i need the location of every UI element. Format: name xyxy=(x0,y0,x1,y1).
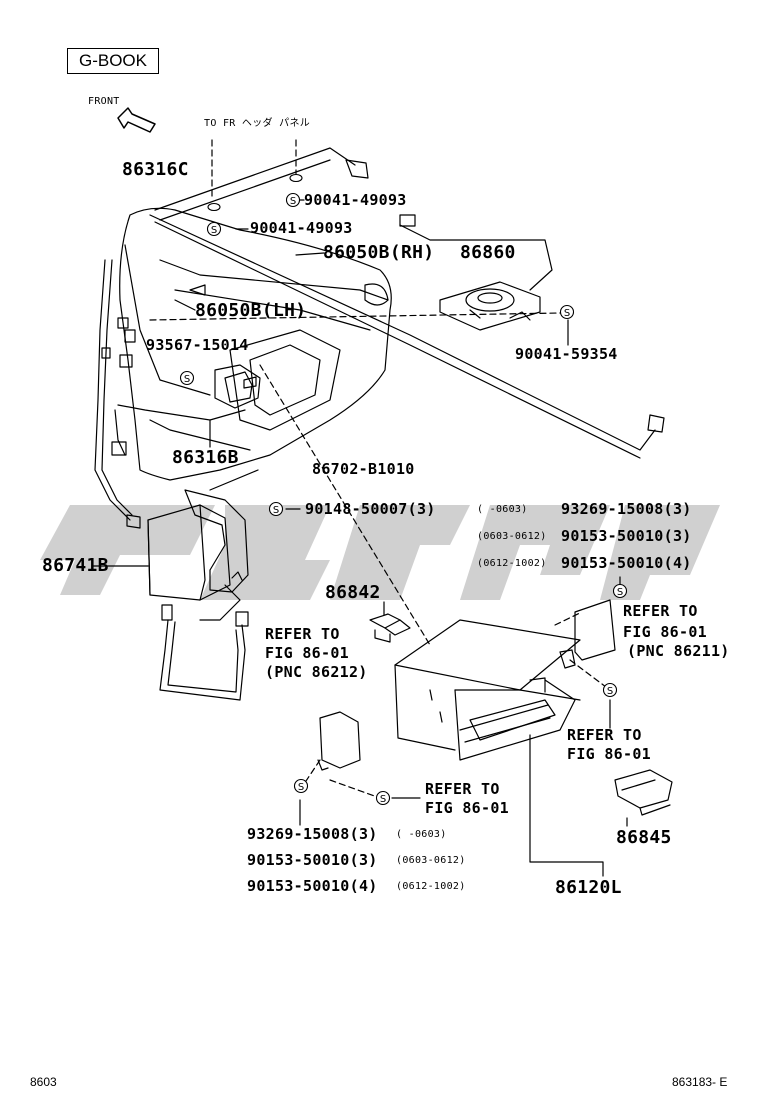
right-fastener-range: ( -0603) xyxy=(477,504,528,515)
part-86860: 86860 xyxy=(460,242,516,263)
part-90041-49093-lower: 90041-49093 xyxy=(250,219,353,237)
bottom-fastener-part: 93269-15008(3) xyxy=(247,825,378,843)
svg-text:S: S xyxy=(211,225,217,236)
refer-right-line1: REFER TO xyxy=(623,602,698,620)
refer-left-line1: REFER TO xyxy=(265,625,340,643)
footer-page-code: 8603 xyxy=(30,1075,57,1089)
svg-text:S: S xyxy=(184,374,190,385)
g-book-badge: G-BOOK xyxy=(67,48,159,74)
bottom-fastener-part: 90153-50010(3) xyxy=(247,851,378,869)
part-86050B-RH: 86050B(RH) xyxy=(323,242,435,263)
svg-text:S: S xyxy=(380,794,386,805)
front-label: FRONT xyxy=(88,96,120,107)
svg-text:S: S xyxy=(273,505,279,516)
right-fastener-range: (0603-0612) xyxy=(477,531,547,542)
refer-right-line3: (PNC 86211) xyxy=(627,642,730,660)
svg-text:S: S xyxy=(617,587,623,598)
refer-lower-right-line1: REFER TO xyxy=(567,726,642,744)
part-90148-50007: 90148-50007(3) xyxy=(305,500,436,518)
part-90041-49093-upper: 90041-49093 xyxy=(304,191,407,209)
refer-bottom-line1: REFER TO xyxy=(425,780,500,798)
bottom-fastener-range: (0612-1002) xyxy=(396,881,466,892)
part-86741B: 86741B xyxy=(42,555,109,576)
bottom-fastener-part: 90153-50010(4) xyxy=(247,877,378,895)
svg-text:S: S xyxy=(298,782,304,793)
part-86702-B1010: 86702-B1010 xyxy=(312,460,415,478)
refer-left-line3: (PNC 86212) xyxy=(265,663,368,681)
right-fastener-part: 90153-50010(4) xyxy=(561,554,692,572)
refer-bottom-line2: FIG 86-01 xyxy=(425,799,509,817)
svg-text:S: S xyxy=(564,308,570,319)
part-90041-59354: 90041-59354 xyxy=(515,345,618,363)
svg-text:S: S xyxy=(290,196,296,207)
refer-left-line2: FIG 86-01 xyxy=(265,644,349,662)
bottom-fastener-range: (0603-0612) xyxy=(396,855,466,866)
right-fastener-part: 90153-50010(3) xyxy=(561,527,692,545)
part-86845: 86845 xyxy=(616,827,672,848)
part-93567-15014: 93567-15014 xyxy=(146,336,249,354)
part-86120L: 86120L xyxy=(555,877,622,898)
refer-right-line2: FIG 86-01 xyxy=(623,623,707,641)
right-fastener-range: (0612-1002) xyxy=(477,558,547,569)
part-86842: 86842 xyxy=(325,582,381,603)
footer-figure-code: 863183- E xyxy=(672,1075,728,1089)
refer-lower-right-line2: FIG 86-01 xyxy=(567,745,651,763)
part-86050B-LH: 86050B(LH) xyxy=(195,300,307,321)
part-86316B: 86316B xyxy=(172,447,239,468)
right-fastener-part: 93269-15008(3) xyxy=(561,500,692,518)
to-fr-header-panel-label: TO FR ヘッダ パネル xyxy=(204,118,311,129)
bottom-fastener-range: ( -0603) xyxy=(396,829,447,840)
part-86316C: 86316C xyxy=(122,159,189,180)
svg-text:S: S xyxy=(607,686,613,697)
